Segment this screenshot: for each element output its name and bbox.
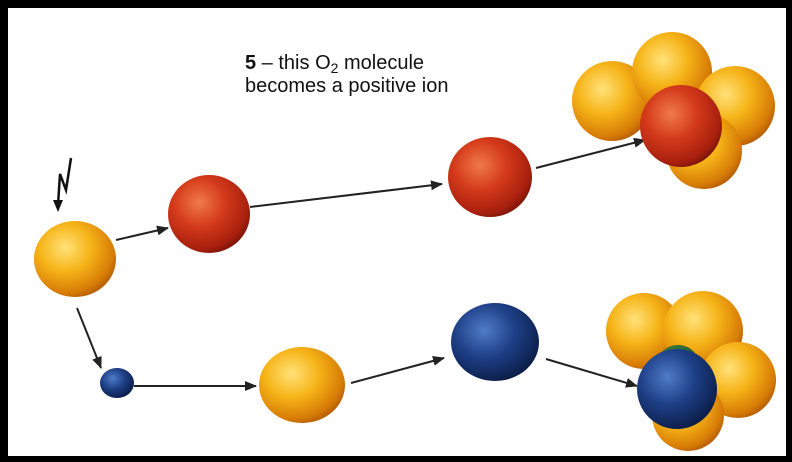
- step-caption: 5 – this O2 molecule becomes a positive …: [245, 52, 485, 98]
- oxygen-molecule: [34, 221, 116, 297]
- caption-text-tail: molecule becomes a positive ion: [245, 52, 449, 97]
- oxygen-formula: O2: [315, 52, 339, 76]
- step-number: 5: [245, 52, 257, 74]
- caption-text-lead: this: [278, 52, 316, 74]
- electron: [100, 368, 134, 398]
- arrow-to-second-positive-ion: [249, 180, 443, 208]
- arrow-to-negative-cluster: [545, 358, 638, 388]
- negative-ion-molecule: [451, 303, 539, 381]
- positive-ion-cluster: [572, 32, 775, 189]
- arrow-to-first-positive-ion: [115, 225, 169, 241]
- negative-ion-cluster: [606, 291, 776, 451]
- arrow-to-positive-cluster: [535, 137, 646, 169]
- positive-ion-molecule: [168, 175, 250, 253]
- reaction-arrows: [76, 137, 646, 391]
- arrow-to-electron: [76, 307, 102, 369]
- formula-symbol: O: [315, 52, 331, 74]
- lightning-arrow-icon: [53, 157, 73, 212]
- arrow-to-negative-ion: [350, 356, 445, 384]
- formula-subscript: 2: [330, 60, 339, 76]
- oxygen-molecule: [259, 347, 345, 423]
- positive-ion-molecule: [448, 137, 532, 217]
- caption-dash: –: [256, 52, 279, 74]
